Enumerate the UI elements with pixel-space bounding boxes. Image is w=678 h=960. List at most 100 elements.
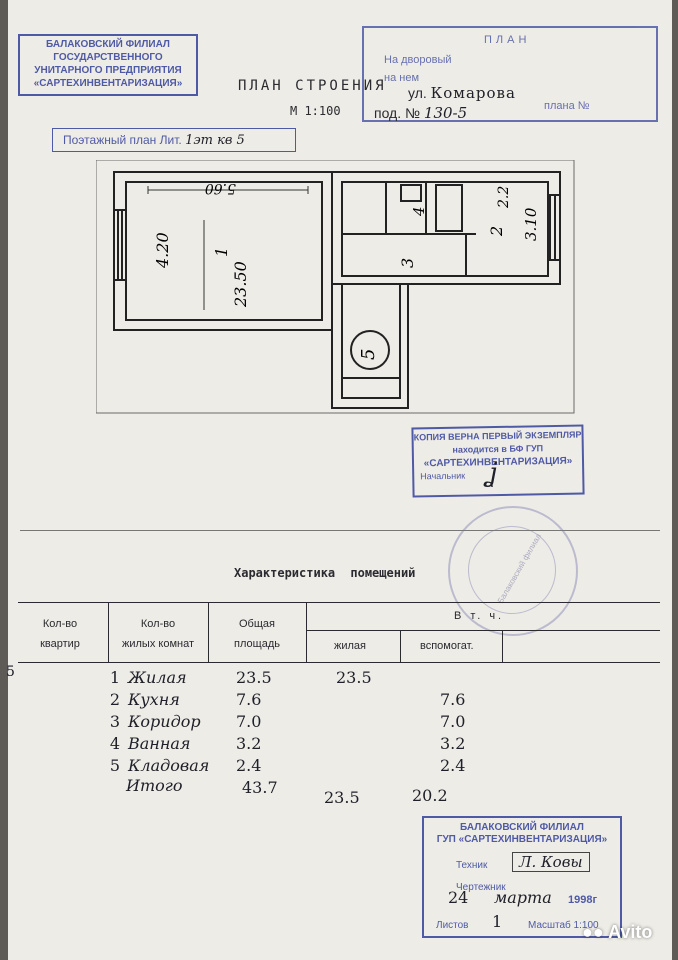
- col-incl: В т. ч.: [454, 610, 505, 622]
- avito-logo-icon: ●●: [582, 922, 604, 942]
- row-living-area: [332, 732, 436, 754]
- row-room-name: Ванная: [128, 733, 191, 753]
- row-room-name: Кухня: [128, 689, 180, 709]
- table-top-border: [18, 602, 660, 603]
- table-col-divider: [108, 602, 109, 662]
- floor-plan-handwritten: 1эт кв 5: [185, 133, 245, 148]
- total-aux: 20.2: [412, 786, 448, 805]
- room-1-width: 5.60: [205, 180, 236, 196]
- row-number: 3: [109, 711, 120, 731]
- avito-text: Avito: [608, 922, 653, 942]
- stamp-line: «САРТЕХИНВЕНТАРИЗАЦИЯ»: [33, 78, 183, 89]
- row-total-area: 7.0: [236, 711, 262, 731]
- street-label: ул. Комарова: [408, 84, 516, 102]
- avito-watermark: ●● Avito: [582, 922, 652, 943]
- row-room-name: Жилая: [128, 667, 187, 687]
- date-year: 1998г: [568, 894, 598, 906]
- stamp-line: БАЛАКОВСКИЙ ФИЛИАЛ: [460, 822, 584, 833]
- margin-mark: 5: [6, 664, 15, 680]
- room-1-number: 1: [212, 247, 231, 257]
- room-1-area: 23.50: [231, 261, 250, 308]
- scale-label: Масштаб 1:100: [528, 920, 599, 931]
- row-aux-area: 2.4: [440, 755, 466, 775]
- stamp-bottom: БАЛАКОВСКИЙ ФИЛИАЛ ГУП «САРТЕХИНВЕНТАРИЗ…: [422, 816, 622, 938]
- row-aux-area: 7.6: [440, 689, 466, 709]
- row-aux-area: 3.2: [440, 733, 466, 753]
- section-divider: [20, 530, 660, 531]
- room-2-number: 2: [487, 226, 506, 237]
- row-number: 4: [109, 733, 120, 753]
- col-rooms: Кол-во жилых комнат: [122, 618, 194, 650]
- table-row: 4 Ванная 3.2 3.2: [88, 732, 524, 754]
- room-2-width: 2.2: [496, 186, 512, 209]
- col-apartments: Кол-во квартир: [40, 618, 80, 650]
- room-4-number: 4: [410, 206, 428, 217]
- characteristics-title: Характеристика помещений: [234, 566, 416, 580]
- row-number: 1: [109, 667, 120, 687]
- row-aux-area: 7.0: [440, 711, 466, 731]
- row-total-area: 3.2: [236, 733, 262, 753]
- floor-plan-drawing: 5.60 4.20 1 23.50 2.2 2 3.10 3 4 5: [96, 160, 575, 414]
- stamp-title: ПЛАН: [484, 34, 531, 46]
- row-total-area: 7.6: [236, 689, 262, 709]
- dimension-lines: [147, 186, 309, 310]
- stamp-line: ГОСУДАРСТВЕННОГО: [53, 52, 163, 63]
- row-living-area: [332, 688, 436, 710]
- tech-name: Л. Ковы: [512, 852, 590, 872]
- sheets-label: Листов: [436, 920, 469, 931]
- date-day: 24: [448, 888, 469, 907]
- table-row: 3 Коридор 7.0 7.0: [88, 710, 524, 732]
- plan-scale: М 1:100: [290, 104, 341, 118]
- stamp-line: БАЛАКОВСКИЙ ФИЛИАЛ: [46, 39, 170, 50]
- col-living: жилая: [334, 640, 366, 652]
- street-name: Комарова: [430, 84, 516, 102]
- row-number: 5: [109, 755, 120, 775]
- sheets-count: 1: [492, 912, 503, 931]
- table-row: 2 Кухня 7.6 7.6: [88, 688, 524, 710]
- room-5-number: 5: [358, 349, 379, 360]
- table-row: 5 Кладовая 2.4 2.4: [88, 754, 524, 776]
- table-col-divider: [502, 630, 503, 662]
- room-3-number: 3: [398, 258, 417, 268]
- row-room-name: Коридор: [128, 711, 201, 731]
- floor-plan-printed: Поэтажный план Лит.: [63, 133, 182, 147]
- plan-title: ПЛАН СТРОЕНИЯ: [238, 78, 387, 94]
- row-number: 2: [109, 689, 120, 709]
- row-living-area: [332, 754, 436, 776]
- document-page: БАЛАКОВСКИЙ ФИЛИАЛ ГОСУДАРСТВЕННОГО УНИТ…: [6, 0, 672, 960]
- total-area: 43.7: [242, 778, 278, 797]
- total-name: Итого: [126, 776, 183, 795]
- row-room-name: Кладовая: [128, 755, 210, 775]
- total-row: Итого: [126, 776, 182, 795]
- house-label: под. № 130-5: [374, 104, 467, 122]
- stamp-line: УНИТАРНОГО ПРЕДПРИЯТИЯ: [34, 65, 182, 76]
- row-total-area: 2.4: [236, 755, 262, 775]
- stamp-line: плана №: [544, 100, 590, 112]
- plan-frame: [96, 160, 575, 414]
- row-aux-area: [436, 666, 524, 688]
- stamp-line: ГУП «САРТЕХИНВЕНТАРИЗАЦИЯ»: [436, 834, 608, 845]
- house-prefix: под. №: [374, 105, 421, 121]
- stamp-copy: КОПИЯ ВЕРНА ПЕРВЫЙ ЭКЗЕМПЛЯР находится в…: [411, 424, 585, 498]
- table-header-bottom: [18, 662, 660, 663]
- room-5-walls: [331, 283, 409, 409]
- draw-label: Чертежник: [456, 882, 506, 893]
- stamp-line: Начальник: [420, 470, 466, 482]
- row-living-area: 23.5: [336, 667, 372, 687]
- street-prefix: ул.: [408, 85, 427, 101]
- table-col-divider: [306, 602, 307, 662]
- tech-label: Техник: [456, 860, 488, 871]
- house-number: 130-5: [423, 104, 468, 122]
- total-living: 23.5: [324, 788, 360, 807]
- date-month: марта: [494, 888, 552, 907]
- table-incl-divider: [306, 630, 660, 631]
- floor-plan-label: Поэтажный план Лит. 1эт кв 5: [52, 128, 296, 152]
- signature-copy: ʝ: [488, 458, 498, 488]
- stamp-round: Балаковский филиал: [448, 506, 578, 636]
- rooms-2-4-walls: [331, 171, 561, 285]
- col-total: Общая площадь: [234, 618, 280, 650]
- table-col-divider: [208, 602, 209, 662]
